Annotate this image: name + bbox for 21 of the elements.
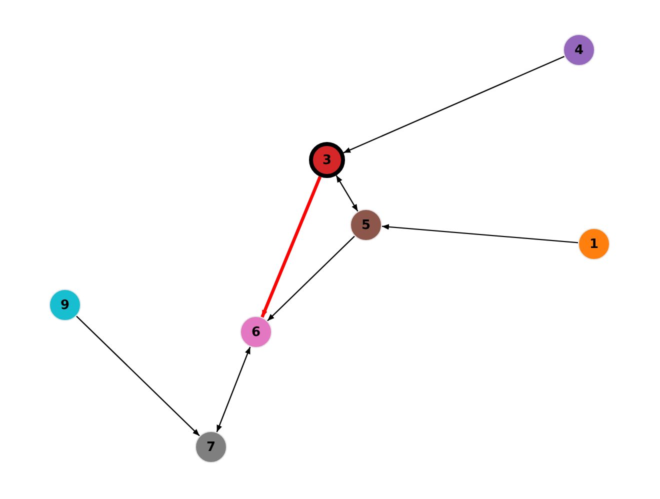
node-label: 5 [361, 218, 371, 232]
arrow [336, 175, 358, 212]
arrow [267, 236, 355, 322]
graph-node [240, 316, 272, 348]
arrow [216, 346, 251, 432]
node-label: 7 [206, 440, 216, 454]
arrow [76, 316, 200, 436]
arrow [382, 224, 578, 244]
graph-node [578, 228, 610, 260]
graph-node [195, 431, 227, 463]
node-label: 9 [60, 298, 70, 312]
node-label: 6 [251, 324, 261, 340]
node-label: 4 [574, 42, 584, 58]
node-label: 3 [322, 152, 332, 168]
node-label: 1 [589, 236, 599, 252]
graph-node [350, 209, 382, 241]
graph-node [49, 289, 81, 321]
arrow [343, 56, 565, 154]
graph-node [309, 142, 345, 178]
arrow [260, 176, 322, 318]
graph-node [563, 34, 595, 66]
